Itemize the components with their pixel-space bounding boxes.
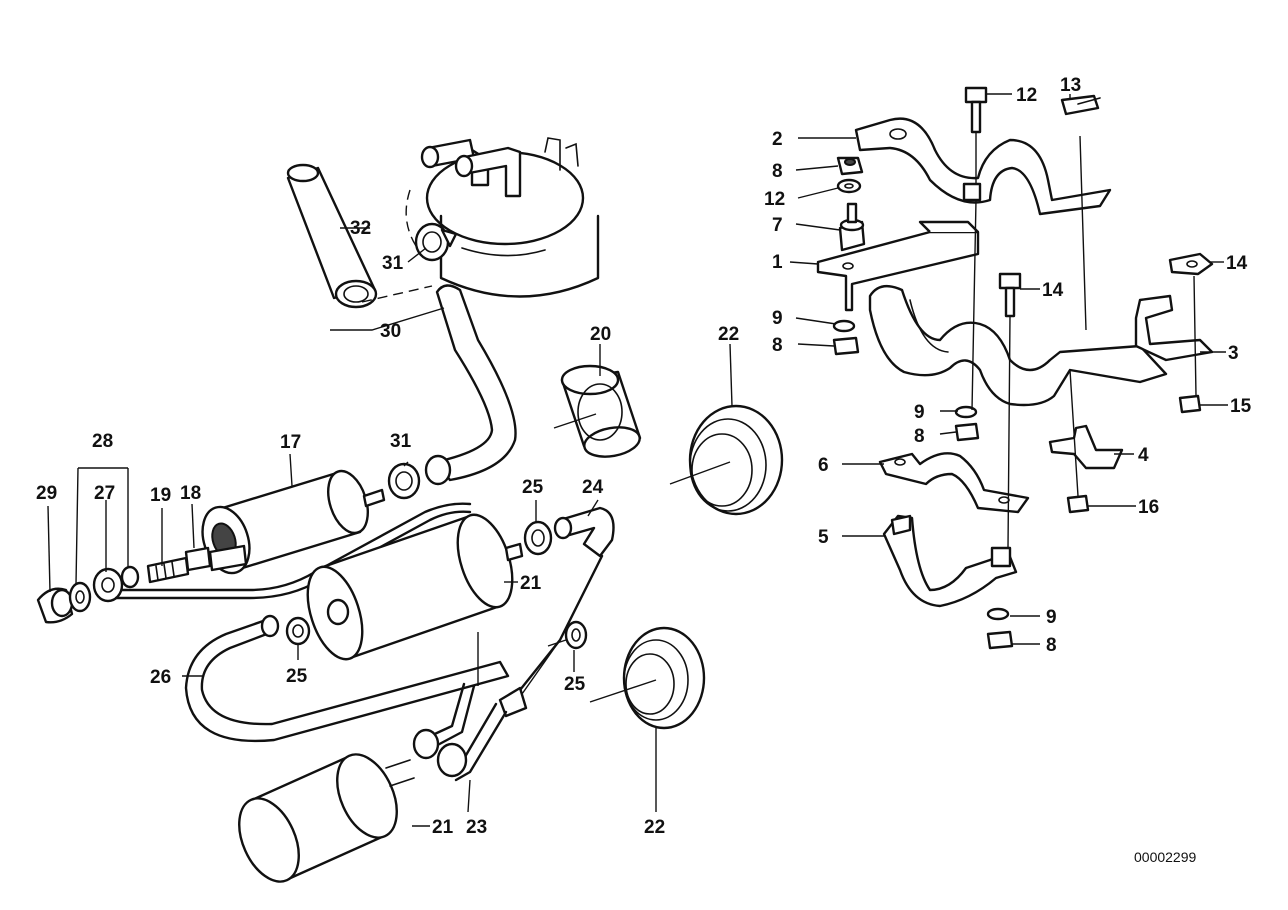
callout-3: 3	[1228, 343, 1239, 364]
clip-12-top	[1060, 94, 1101, 116]
callout-9-c: 9	[1046, 607, 1057, 628]
assembly-lines-right	[971, 132, 1197, 549]
callout-28: 28	[92, 431, 113, 452]
clamp-31-top	[414, 222, 458, 262]
callout-4: 4	[1138, 445, 1149, 466]
bolt-13	[998, 272, 1022, 318]
tank-sender-unit	[420, 137, 600, 298]
spacer-sleeve	[962, 182, 982, 202]
rubber-ring-22	[622, 626, 706, 730]
pump-fittings-16-17	[146, 544, 248, 584]
clamp-25-a	[523, 520, 553, 556]
callout-16: 18	[180, 483, 201, 504]
callout-9-a: 9	[772, 308, 783, 329]
elbow-hose-24	[553, 506, 615, 558]
hose-26	[184, 614, 510, 743]
nut-14-top	[1178, 394, 1202, 414]
callout-29: 29	[36, 483, 57, 504]
callout-9-b: 9	[914, 402, 925, 423]
washer-9-lower	[954, 405, 978, 419]
callout-2: 2	[772, 129, 783, 150]
hose-23	[412, 554, 604, 782]
clamp-31-lower	[387, 462, 421, 500]
accumulator-21	[238, 753, 415, 883]
callout-32: 32	[350, 218, 371, 239]
bracket-3	[1134, 294, 1214, 362]
callout-14-b: 16	[1138, 497, 1159, 518]
callout-25-b: 25	[286, 666, 308, 687]
drawing-number: 00002299	[1134, 849, 1197, 865]
callout-31-a: 31	[382, 253, 404, 274]
assembly-line-left	[361, 189, 433, 303]
callout-18: 20	[590, 324, 611, 345]
callout-8-b: 8	[772, 335, 783, 356]
callout-21: 21	[432, 817, 454, 838]
callout-12-a: 13	[1060, 75, 1081, 96]
leader-lines	[47, 93, 1228, 827]
callout-12-b: 14	[1226, 253, 1248, 274]
callout-numbers: 2 8 12 7 1 9 8 12 13 14 14 3 15 4 16 9 8…	[36, 75, 1252, 865]
nut-14-bottom	[1066, 494, 1090, 514]
callout-6: 6	[818, 455, 829, 476]
clip-12-right	[1168, 252, 1214, 276]
hose-30	[424, 284, 517, 486]
callout-25-a: 25	[522, 477, 544, 498]
callout-10: 12	[764, 189, 785, 210]
nut-8-lower	[954, 422, 980, 442]
nut-8-mid	[832, 336, 860, 356]
callout-8-c: 8	[914, 426, 925, 447]
callout-26: 26	[150, 667, 171, 688]
callout-8-a: 8	[772, 161, 783, 182]
callout-14-a: 15	[1230, 396, 1252, 417]
washer-9-bottom	[986, 607, 1010, 621]
rubber-ring-20	[688, 404, 784, 516]
clamp-25-c	[564, 620, 588, 650]
hose-32	[286, 163, 378, 309]
clip-4	[1048, 424, 1124, 470]
bracket-1	[816, 220, 980, 312]
fuel-filter-19	[306, 513, 524, 661]
nut-8-top	[836, 156, 864, 176]
clamp-25-b	[285, 616, 311, 646]
callout-8-d: 8	[1046, 635, 1057, 656]
banjo-27	[92, 565, 140, 603]
strap-6	[878, 452, 1030, 514]
callout-17: 19	[150, 485, 171, 506]
washer-9-mid	[832, 319, 856, 333]
callout-31-b: 31	[390, 431, 412, 452]
nut-8-bottom	[986, 630, 1014, 650]
callout-5: 5	[818, 527, 829, 548]
callout-15: 17	[280, 432, 301, 453]
callout-23: 23	[466, 817, 487, 838]
callout-24: 24	[582, 477, 604, 498]
bolt-11	[964, 86, 988, 134]
washer-10	[836, 178, 862, 194]
callout-22: 22	[644, 817, 665, 838]
spacer-lower	[990, 546, 1012, 568]
callout-19: 21	[520, 573, 542, 594]
washer-28	[68, 581, 92, 613]
callout-30: 30	[380, 321, 401, 342]
strap-5	[882, 514, 1018, 608]
tank-strap-bracket	[868, 284, 1168, 407]
callout-25-c: 25	[564, 674, 586, 695]
callout-20: 22	[718, 324, 739, 345]
cap-nut-29	[36, 587, 74, 624]
callout-11: 12	[1016, 85, 1037, 106]
rubber-mount-7	[838, 202, 866, 252]
callout-7: 7	[772, 215, 783, 236]
rubber-ring-18	[560, 364, 642, 458]
bracket-2	[854, 117, 1112, 216]
callout-13: 14	[1042, 280, 1064, 301]
callout-1: 1	[772, 252, 783, 273]
callout-27: 27	[94, 483, 115, 504]
